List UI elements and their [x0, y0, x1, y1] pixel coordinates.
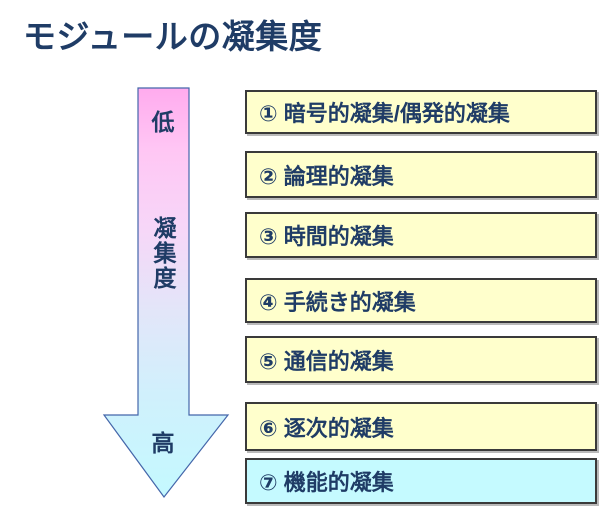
cohesion-box-4-procedural: ④ 手続き的凝集	[245, 278, 597, 323]
cohesion-box-2-logical: ② 論理的凝集	[245, 151, 597, 198]
arrow-bottom-label-high: 高	[151, 430, 175, 456]
slide-title: モジュールの凝集度	[23, 18, 323, 55]
cohesion-box-6-sequential: ⑥ 逐次的凝集	[245, 402, 597, 451]
cohesion-box-1-coincidental: ① 暗号的凝集/偶発的凝集	[245, 90, 597, 134]
cohesion-box-7-functional: ⑦ 機能的凝集	[245, 458, 597, 504]
arrow-top-label-low: 低	[151, 109, 175, 135]
cohesion-box-3-temporal: ③ 時間的凝集	[245, 212, 597, 258]
arrow-axis-label-cohesion: 凝集度	[150, 215, 176, 291]
cohesion-box-5-communicational: ⑤ 通信的凝集	[245, 336, 597, 383]
cohesion-gradient-arrow	[102, 87, 230, 498]
down-arrow-shape	[102, 87, 230, 498]
